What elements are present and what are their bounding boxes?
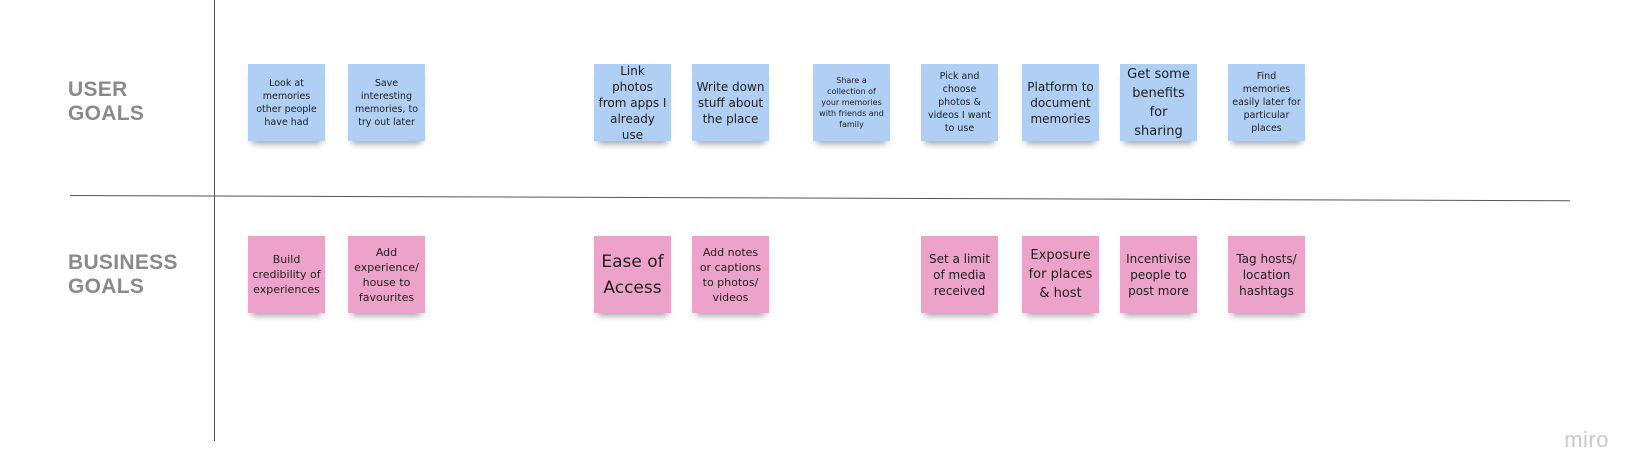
sticky-note-user[interactable]: Get some benefits for sharing [1120,64,1197,141]
user-goals-label: USER GOALS [68,78,145,125]
sticky-note-business[interactable]: Set a limit of media received [921,236,998,313]
sticky-note-business[interactable]: Exposure for places & host [1022,236,1099,313]
horizontal-divider [69,195,1570,202]
sticky-note-business[interactable]: Incentivise people to post more [1120,236,1197,313]
sticky-note-business[interactable]: Build credibility of experiences [248,236,325,313]
sticky-note-user[interactable]: Platform to document memories [1022,64,1099,141]
miro-watermark-logo: miro [1564,427,1609,452]
sticky-note-user[interactable]: Link photos from apps I already use [594,64,671,142]
vertical-divider [214,0,215,441]
sticky-note-business[interactable]: Add experience/ house to favourites [348,236,425,313]
sticky-note-user[interactable]: Find memories easily later for particula… [1228,64,1305,141]
sticky-note-business[interactable]: Tag hosts/ location hashtags [1228,236,1305,313]
sticky-note-business[interactable]: Add notes or captions to photos/ videos [692,236,769,313]
sticky-note-user[interactable]: Look at memories other people have had [248,64,325,141]
sticky-note-user[interactable]: Save interesting memories, to try out la… [348,64,425,141]
sticky-note-business[interactable]: Ease of Access [594,236,671,313]
sticky-note-user[interactable]: Write down stuff about the place [692,64,769,141]
sticky-note-user[interactable]: Share a collection of your memories with… [813,64,890,141]
business-goals-label: BUSINESS GOALS [68,251,178,298]
sticky-note-user[interactable]: Pick and choose photos & videos I want t… [921,64,998,141]
